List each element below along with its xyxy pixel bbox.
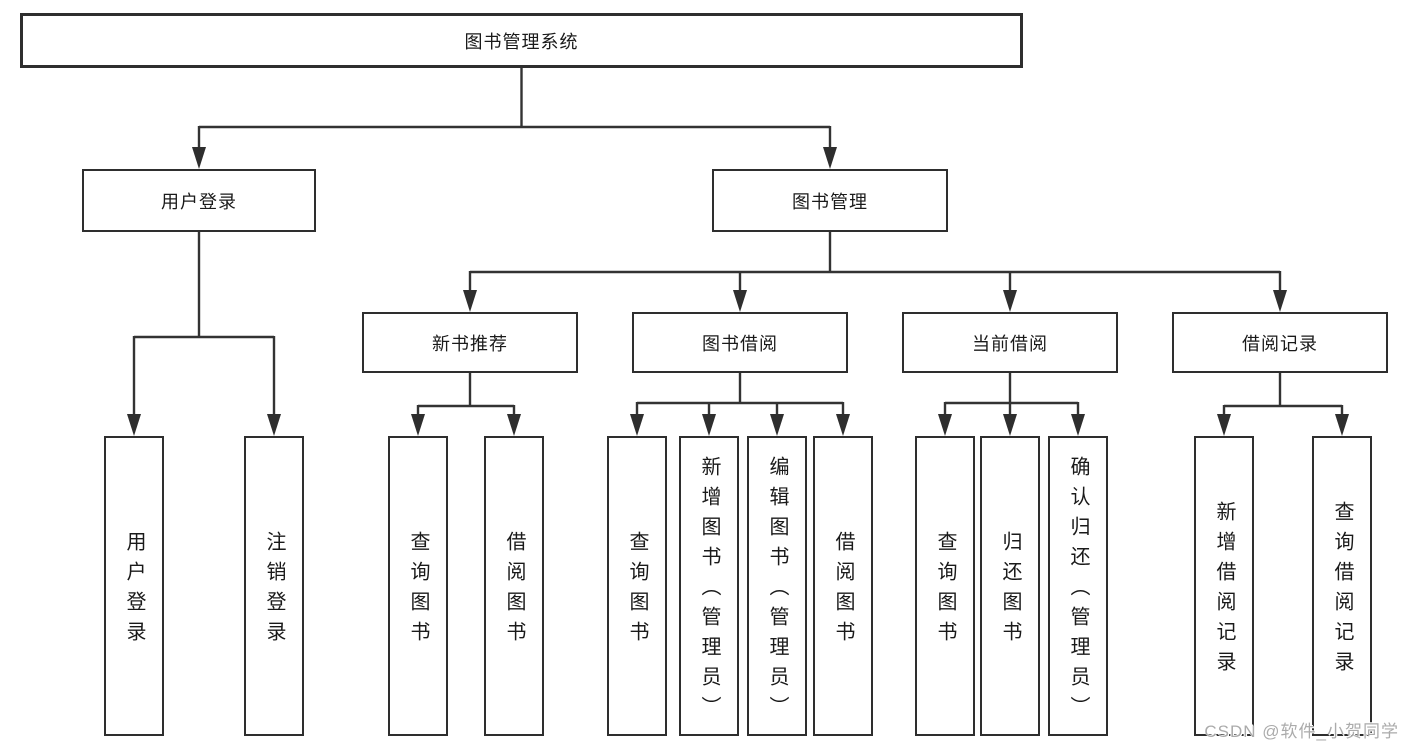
node-logout: 注销登录 — [244, 436, 304, 736]
node-root-label: 图书管理系统 — [464, 31, 579, 52]
node-records-query-record-label: 查询借阅记录 — [1331, 501, 1353, 681]
node-logout-label: 注销登录 — [263, 531, 285, 651]
node-borrow-query-books: 查询图书 — [607, 436, 667, 736]
node-login: 用户登录 — [104, 436, 164, 736]
node-current-query-books: 查询图书 — [915, 436, 975, 736]
connector-user-login-to-leaves — [127, 232, 281, 436]
connector-borrow-to-leaves — [630, 373, 850, 436]
node-user-login: 用户登录 — [82, 169, 316, 232]
node-recommend-query-books: 查询图书 — [388, 436, 448, 736]
node-book-management-label: 图书管理 — [792, 191, 868, 212]
node-user-login-label: 用户登录 — [161, 191, 237, 212]
node-book-borrow-label: 图书借阅 — [702, 333, 778, 354]
node-borrow-records-label: 借阅记录 — [1242, 333, 1318, 354]
node-current-borrow-label: 当前借阅 — [972, 333, 1048, 354]
node-borrow-add-books: 新增图书（管理员） — [679, 436, 739, 736]
node-recommend-query-books-label: 查询图书 — [407, 531, 429, 651]
node-borrow-edit-books: 编辑图书（管理员） — [747, 436, 807, 736]
connector-records-to-leaves — [1217, 373, 1349, 436]
node-current-return-books-label: 归还图书 — [999, 531, 1021, 651]
node-login-label: 用户登录 — [123, 531, 145, 651]
node-current-return-books: 归还图书 — [980, 436, 1040, 736]
node-current-borrow: 当前借阅 — [902, 312, 1118, 373]
node-root: 图书管理系统 — [20, 13, 1023, 68]
connector-root-to-level2 — [192, 68, 837, 169]
node-borrow-records: 借阅记录 — [1172, 312, 1388, 373]
node-current-query-books-label: 查询图书 — [934, 531, 956, 651]
node-new-book-recommend-label: 新书推荐 — [432, 333, 508, 354]
node-records-add-record-label: 新增借阅记录 — [1213, 501, 1235, 681]
node-borrow-borrow-books: 借阅图书 — [813, 436, 873, 736]
node-records-query-record: 查询借阅记录 — [1312, 436, 1372, 736]
node-new-book-recommend: 新书推荐 — [362, 312, 578, 373]
node-book-borrow: 图书借阅 — [632, 312, 848, 373]
node-recommend-borrow-books-label: 借阅图书 — [503, 531, 525, 651]
watermark: CSDN @软件_小贺同学 — [1204, 722, 1399, 741]
node-borrow-query-books-label: 查询图书 — [626, 531, 648, 651]
node-borrow-borrow-books-label: 借阅图书 — [832, 531, 854, 651]
node-recommend-borrow-books: 借阅图书 — [484, 436, 544, 736]
node-records-add-record: 新增借阅记录 — [1194, 436, 1254, 736]
node-current-confirm-return-label: 确认归还（管理员） — [1067, 456, 1089, 726]
connector-book-management-to-level3 — [463, 232, 1287, 312]
connector-current-to-leaves — [938, 373, 1085, 436]
node-borrow-edit-books-label: 编辑图书（管理员） — [766, 456, 788, 726]
node-current-confirm-return: 确认归还（管理员） — [1048, 436, 1108, 736]
node-borrow-add-books-label: 新增图书（管理员） — [698, 456, 720, 726]
connector-recommend-to-leaves — [411, 373, 521, 436]
node-book-management: 图书管理 — [712, 169, 948, 232]
